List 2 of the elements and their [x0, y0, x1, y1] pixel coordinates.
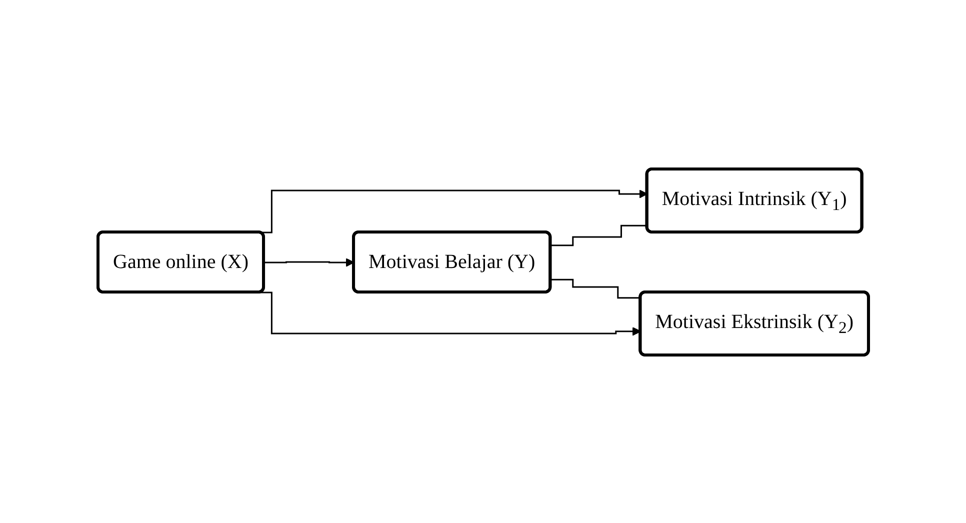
connector [550, 278, 640, 298]
connector [550, 224, 648, 246]
